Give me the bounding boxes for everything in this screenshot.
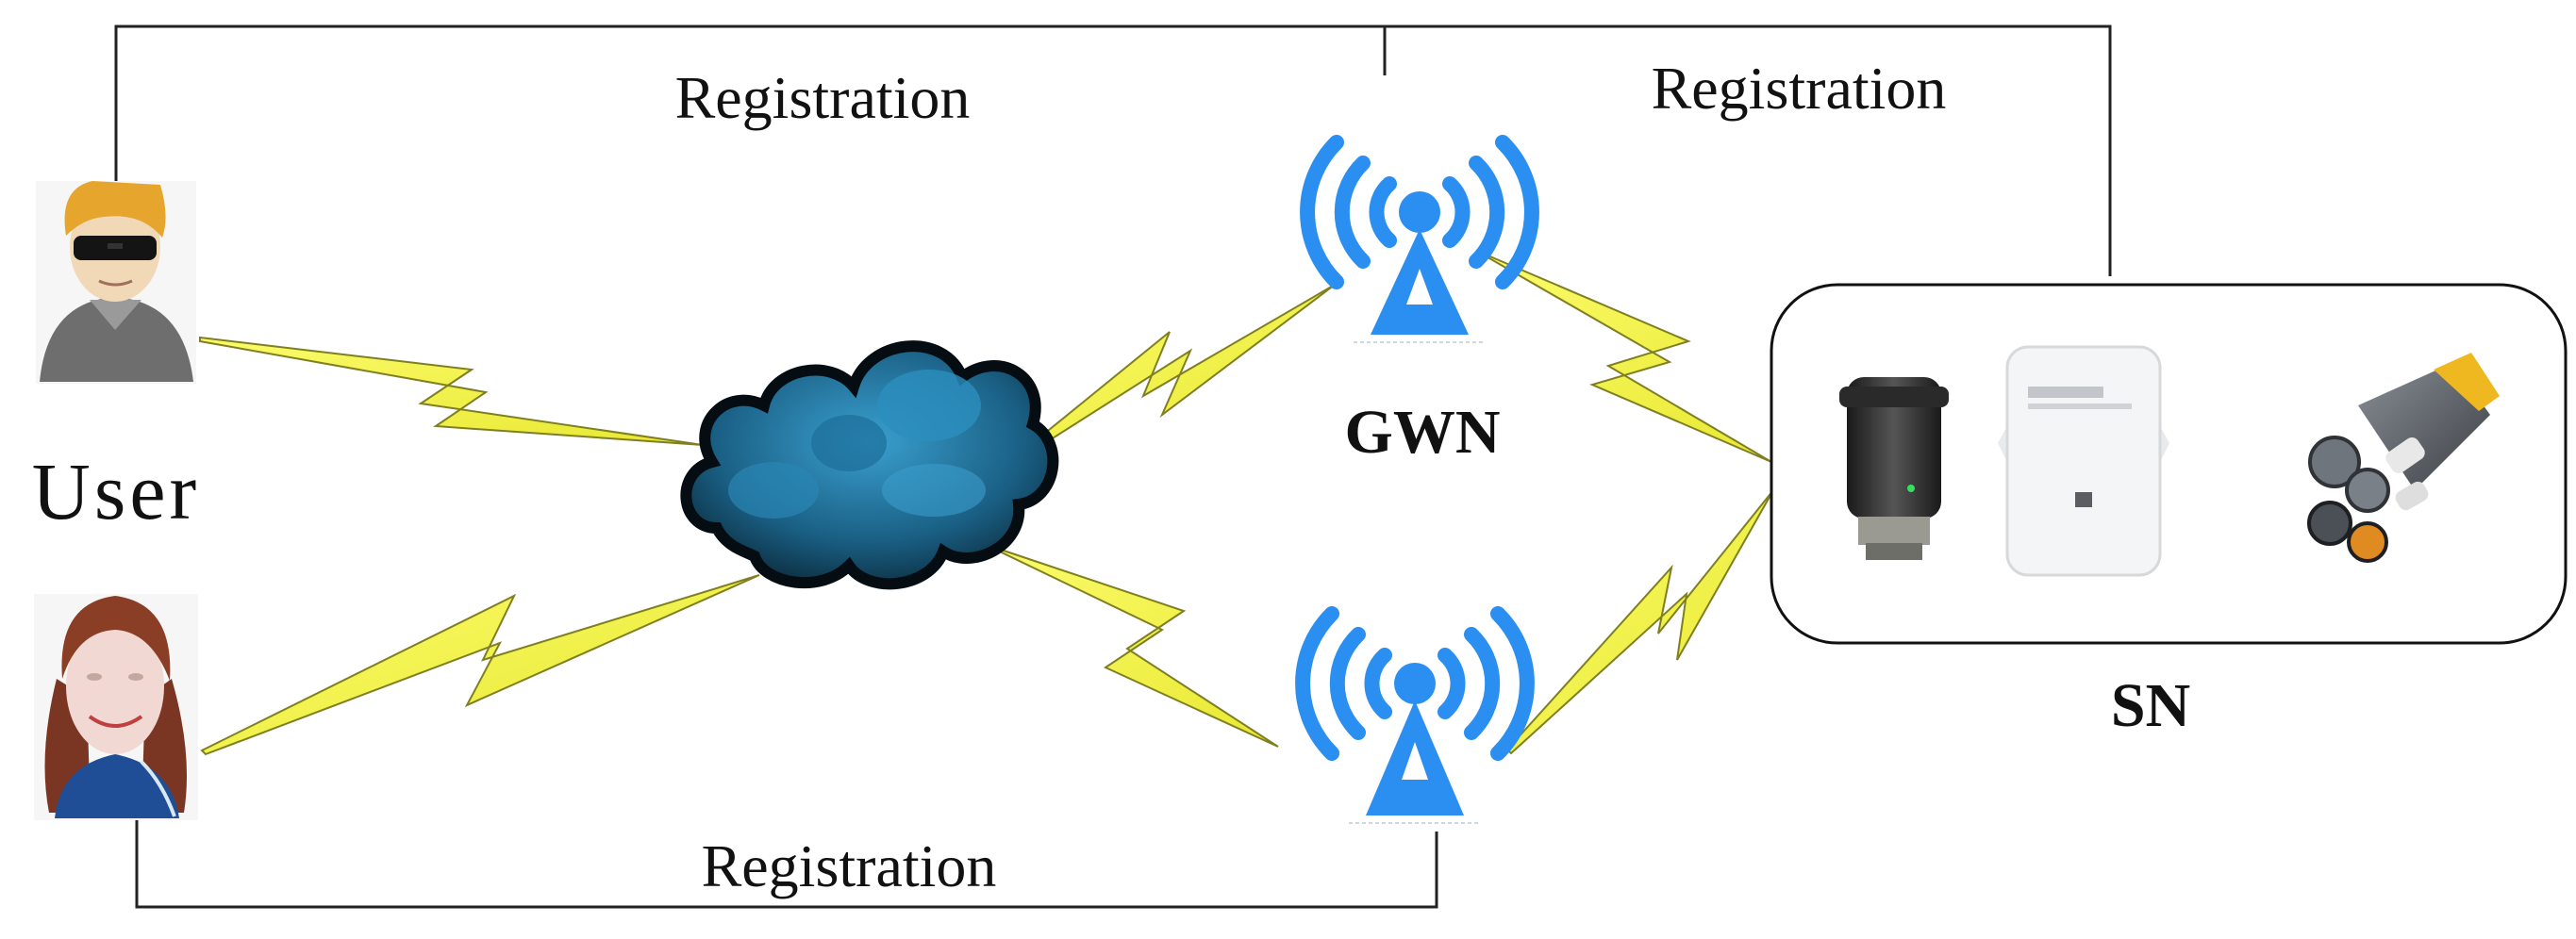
user-female-icon [34, 594, 198, 820]
link-bolt-gwn2-sn [1505, 489, 1774, 755]
tower-icon [1300, 135, 1539, 343]
link-bolt-gwn1-sn [1485, 254, 1772, 463]
tower-icon [1295, 606, 1535, 824]
link-bolt-user1-cloud [199, 336, 704, 446]
label-gwn: GWN [1345, 398, 1501, 467]
link-bolt-cloud-gwn1 [1022, 284, 1336, 456]
user-male-icon [36, 181, 196, 384]
labels: Registration Registration Registration U… [32, 55, 2190, 899]
sn-node-box [1770, 283, 2568, 645]
label-user: User [32, 446, 200, 536]
label-registration-top-left: Registration [675, 64, 971, 131]
label-sn: SN [2111, 671, 2190, 740]
registration-lines [114, 25, 2112, 909]
sensor-device-icon [2307, 353, 2500, 563]
wireless-links [199, 254, 1774, 756]
label-registration-top-right: Registration [1652, 55, 1947, 122]
link-bolt-cloud-gwn2 [997, 548, 1279, 748]
sensor-device-icon [1839, 377, 1949, 560]
link-bolt-user2-cloud [200, 574, 760, 756]
registration-line-bottom [135, 809, 1438, 909]
sensor-device-icon [1998, 345, 2169, 577]
registration-line-top [114, 25, 2112, 276]
label-registration-bottom: Registration [702, 832, 997, 899]
cloud-icon [680, 340, 1059, 590]
